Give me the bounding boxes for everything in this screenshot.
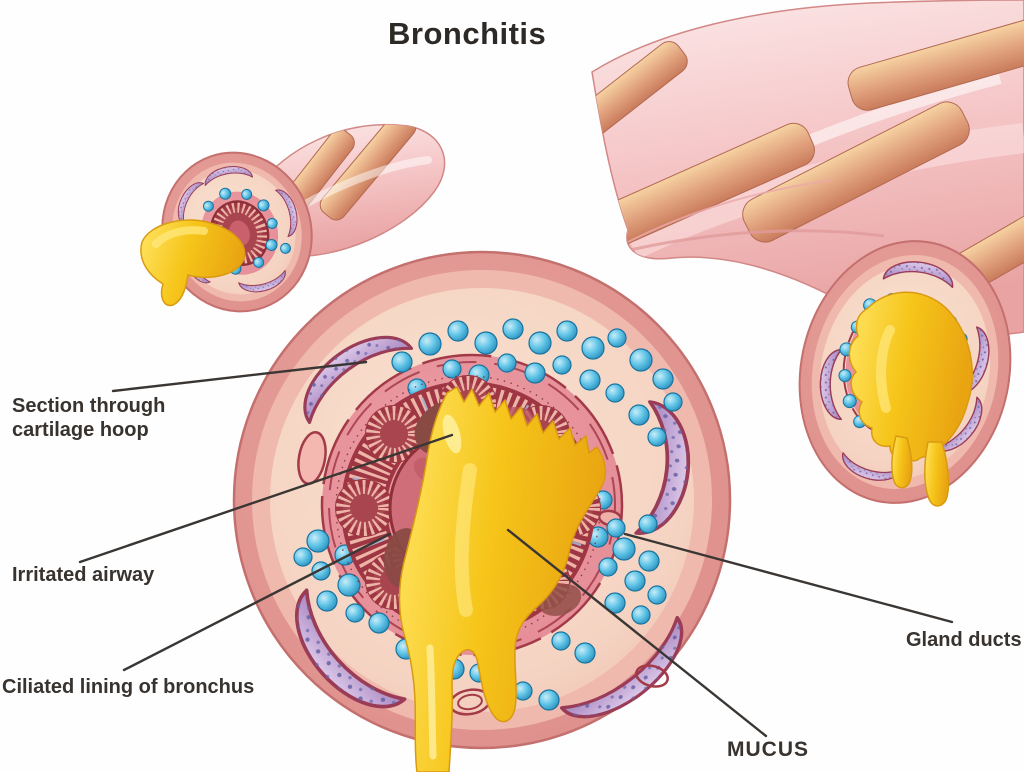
mucus-blob: [398, 386, 607, 772]
leader-gland-ducts: [623, 532, 954, 624]
label-irritated-airway: Irritated airway: [12, 564, 155, 586]
gland-duct-dots: [293, 318, 683, 711]
leader-irritated-airway: [78, 433, 454, 564]
label-ciliated-lining: Ciliated lining of bronchus: [2, 676, 255, 698]
leader-ciliated-lining: [122, 532, 392, 672]
left-branch-mucus: [140, 219, 246, 307]
label-gland-ducts: Gland ducts: [906, 629, 1022, 651]
label-mucus: MUCUS: [727, 738, 809, 761]
diagram-title: Bronchitis: [388, 16, 547, 51]
leader-lines: [78, 360, 954, 738]
leader-mucus: [506, 528, 768, 738]
label-cartilage-hoop: Section through cartilage hoop: [12, 395, 166, 441]
leader-cartilage-hoop: [111, 360, 368, 393]
right-branch-mucus: [848, 291, 973, 507]
